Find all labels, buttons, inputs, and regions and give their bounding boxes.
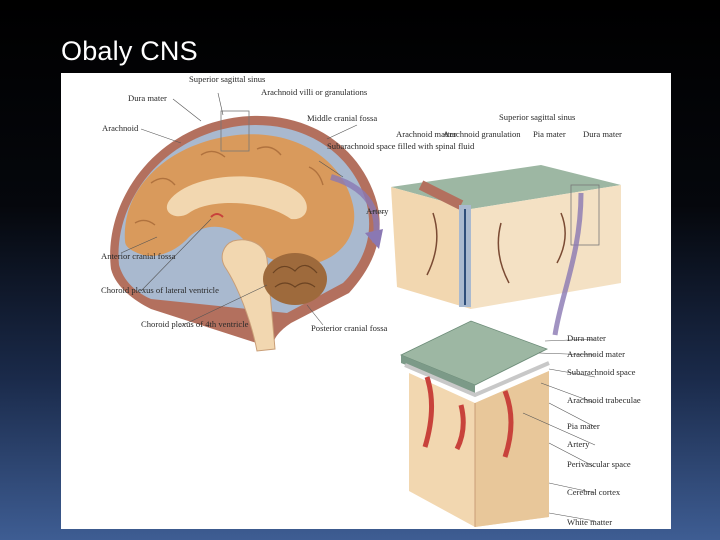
label-dura-mater-right: Dura mater [567, 333, 606, 343]
superior-sinus-cube [391, 165, 621, 309]
label-dura-mater-left: Dura mater [128, 93, 167, 103]
slide-title: Obaly CNS [61, 36, 198, 66]
artery-vessel [422, 376, 514, 458]
label-pia-mater-right: Pia mater [567, 421, 600, 431]
label-arachnoid-trabeculae: Arachnoid trabeculae [567, 395, 641, 405]
label-anterior-cranial-fossa: Anterior cranial fossa [101, 251, 176, 261]
label-arachnoid-mater-right: Arachnoid mater [567, 349, 625, 359]
meninges-diagram: Superior sagittal sinus Dura mater Arach… [101, 74, 641, 527]
label-arachnoid-granulation: Arachnoid granulation [443, 129, 521, 139]
label-choroid-plexus-4th: Choroid plexus of 4th ventricle [141, 319, 249, 329]
meninges-illustration: Superior sagittal sinus Dura mater Arach… [61, 73, 671, 529]
label-subarachnoid-space-right: Subarachnoid space [567, 367, 636, 377]
label-arachnoid-matter-top: Arachnoid matter [396, 129, 457, 139]
leader-lines [120, 92, 596, 522]
label-middle-cranial-fossa: Middle cranial fossa [307, 113, 377, 123]
cerebellum [263, 253, 327, 305]
label-pia-mater-top: Pia mater [533, 129, 566, 139]
label-arachnoid-left: Arachnoid [102, 123, 139, 133]
zoom-arrow-head [365, 229, 383, 249]
cube-arrow [552, 192, 584, 336]
label-superior-sagittal-sinus-top: Superior sagittal sinus [499, 112, 576, 122]
label-subarachnoid-space-csf: Subarachnoid space filled with spinal fl… [327, 141, 475, 151]
label-artery-right: Artery [567, 439, 590, 449]
sagittal-brain-section [110, 110, 383, 352]
label-choroid-plexus-lateral: Choroid plexus of lateral ventricle [101, 285, 219, 295]
meninges-layers-cube [400, 192, 584, 527]
label-superior-sagittal-sinus-left: Superior sagittal sinus [189, 74, 266, 84]
label-perivascular-space: Perivascular space [567, 459, 631, 469]
corpus-callosum [166, 176, 307, 220]
label-artery-top: Artery [366, 206, 389, 216]
label-white-matter: White matter [567, 517, 612, 527]
label-dura-mater-top: Dura mater [583, 129, 622, 139]
label-posterior-cranial-fossa: Posterior cranial fossa [311, 323, 388, 333]
labels: Superior sagittal sinus Dura mater Arach… [101, 74, 641, 527]
brain-stem [221, 239, 276, 352]
label-arachnoid-villi: Arachnoid villi or granulations [261, 87, 368, 97]
label-cerebral-cortex: Cerebral cortex [567, 487, 621, 497]
